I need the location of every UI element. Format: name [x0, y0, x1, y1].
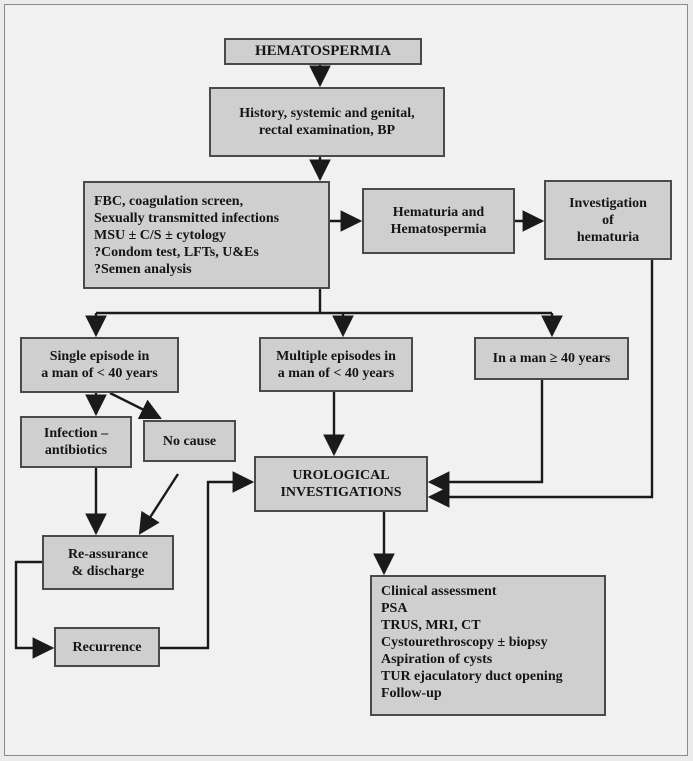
history-box: History, systemic and genital, rectal ex…	[209, 87, 445, 157]
recurrence-box: Recurrence	[54, 627, 160, 667]
history-text: History, systemic and genital, rectal ex…	[239, 106, 415, 138]
infection-box: Infection – antibiotics	[20, 416, 132, 468]
no-cause-box: No cause	[143, 420, 236, 462]
investigation-hematuria-box: Investigation of hematuria	[544, 180, 672, 260]
single-episode-text: Single episode in a man of < 40 years	[41, 349, 158, 381]
urological-investigations-box: UROLOGICAL INVESTIGATIONS	[254, 456, 428, 512]
investigation-hematuria-text: Investigation of hematuria	[569, 195, 647, 245]
recurrence-text: Recurrence	[72, 639, 142, 655]
clinical-assessment-box: Clinical assessment PSA TRUS, MRI, CT Cy…	[370, 575, 606, 716]
arrow-nocause-to-reassurance	[138, 473, 180, 535]
arrow-older-to-urological	[427, 380, 544, 493]
hematuria-hematospermia-box: Hematuria and Hematospermia	[362, 188, 515, 254]
clinical-assessment-text: Clinical assessment PSA TRUS, MRI, CT Cy…	[381, 584, 563, 701]
urological-investigations-text: UROLOGICAL INVESTIGATIONS	[280, 468, 402, 500]
arrow-recurrence-to-urological	[160, 471, 255, 650]
tests-text: FBC, coagulation screen, Sexually transm…	[94, 193, 280, 277]
reassurance-text: Re-assurance & discharge	[67, 546, 149, 579]
arrow-single-to-nocause	[109, 391, 162, 420]
reassurance-box: Re-assurance & discharge	[42, 535, 174, 590]
older-man-text: In a man ≥ 40 years	[492, 351, 611, 366]
infection-text: Infection – antibiotics	[43, 426, 109, 458]
hematuria-hematospermia-text: Hematuria and Hematospermia	[390, 205, 487, 237]
single-episode-box: Single episode in a man of < 40 years	[20, 337, 179, 393]
multiple-episodes-text: Multiple episodes in a man of < 40 years	[276, 348, 396, 381]
tests-box: FBC, coagulation screen, Sexually transm…	[83, 181, 330, 289]
hematospermia-title: HEMATOSPERMIA	[254, 43, 392, 59]
arrow-investigation-to-urological	[427, 260, 654, 508]
older-man-box: In a man ≥ 40 years	[474, 337, 629, 380]
multiple-episodes-box: Multiple episodes in a man of < 40 years	[259, 337, 413, 392]
hematospermia-title-box: HEMATOSPERMIA	[224, 38, 422, 65]
arrow-reassurance-to-recurrence	[14, 560, 55, 659]
no-cause-text: No cause	[162, 433, 217, 449]
